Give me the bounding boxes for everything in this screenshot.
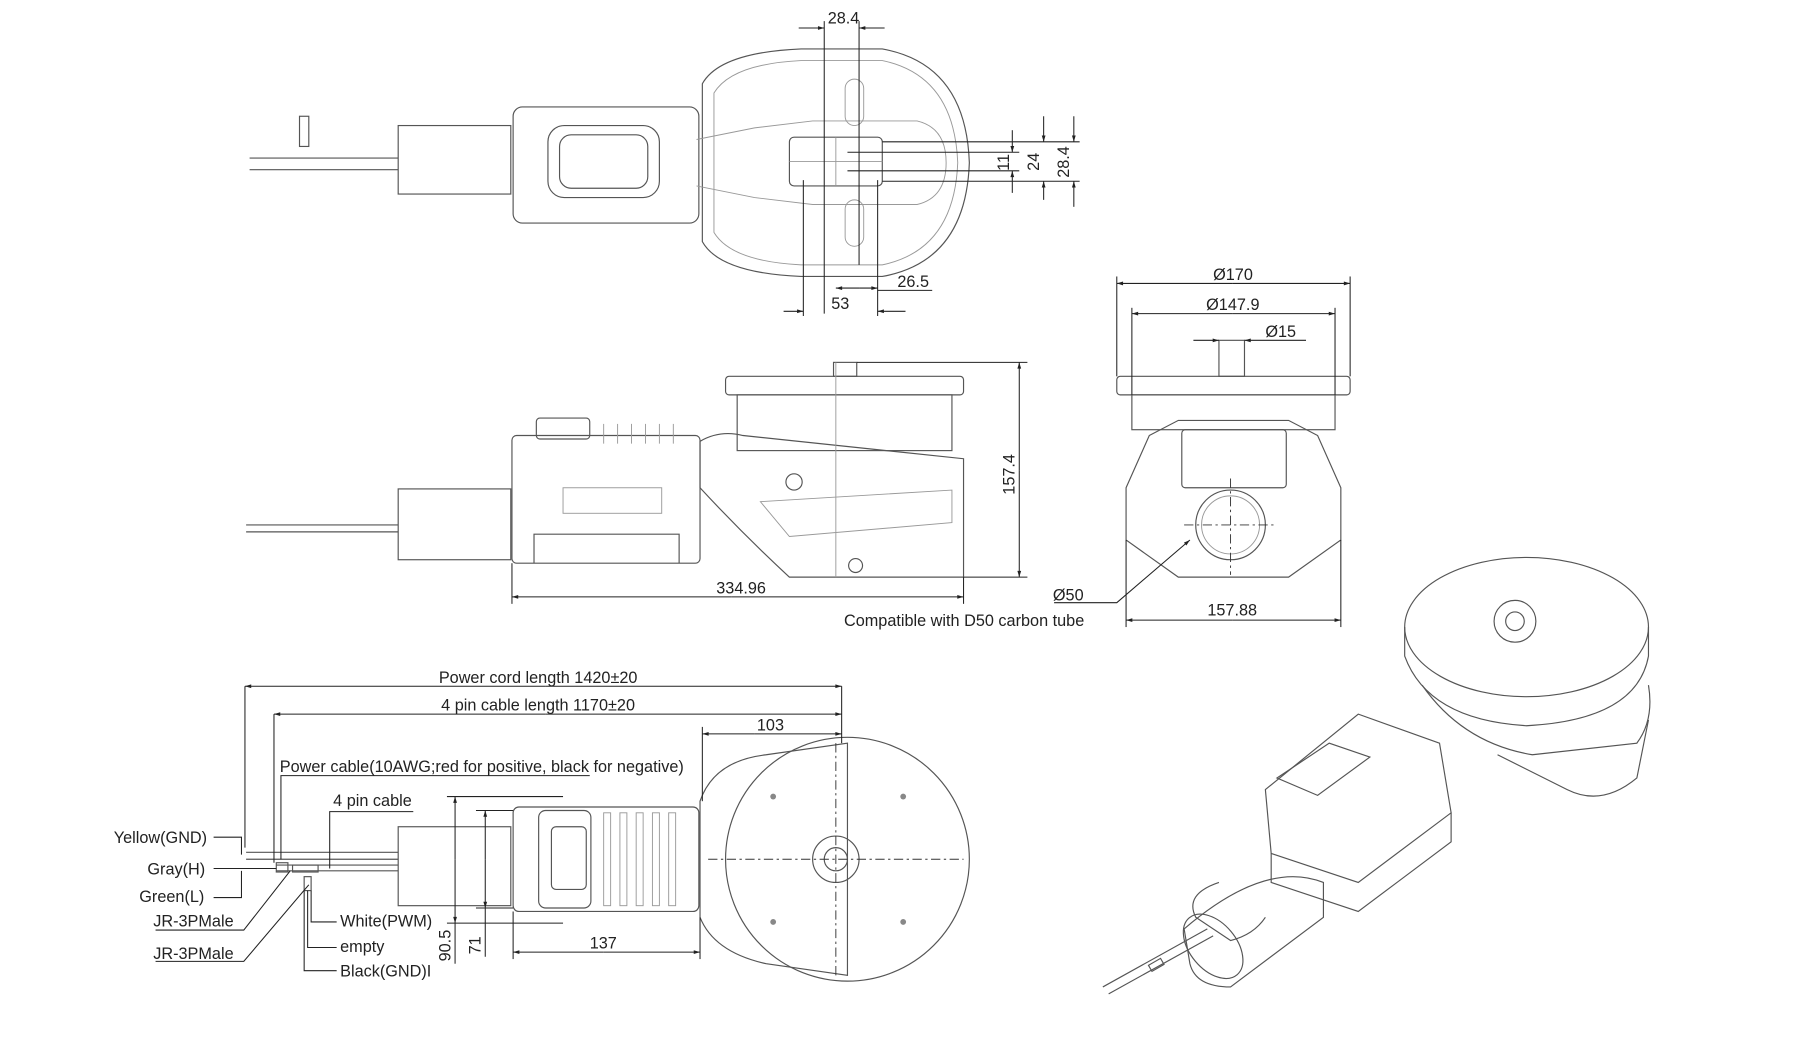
bottom-view-esc xyxy=(512,806,700,913)
dim-right-28-4: 28.4 xyxy=(1055,146,1073,178)
signal-label-white: White(PWM) xyxy=(340,913,432,931)
bottom-view-motor xyxy=(699,736,970,982)
bottom-view: Power cord length 1420±20 4 pin cable le… xyxy=(114,669,970,982)
top-view-esc-housing xyxy=(512,106,700,224)
dim-11: 11 xyxy=(995,154,1013,171)
dim-137: 137 xyxy=(590,935,617,953)
side-view-esc xyxy=(511,417,701,564)
power-cord-length: Power cord length 1420±20 xyxy=(439,669,638,687)
dim-d15: Ø15 xyxy=(1265,323,1296,341)
wire-label-yellow: Yellow(GND) xyxy=(114,829,207,847)
dim-d170: Ø170 xyxy=(1213,266,1253,284)
dim-157-4: 157.4 xyxy=(1001,454,1019,495)
dim-334-96: 334.96 xyxy=(716,579,766,597)
dim-103: 103 xyxy=(757,716,784,734)
tube-compat-note: Compatible with D50 carbon tube xyxy=(844,612,1084,630)
signal-label-empty: empty xyxy=(340,938,385,956)
dim-24: 24 xyxy=(1025,153,1043,171)
side-view-tube xyxy=(397,488,512,561)
side-view-motor xyxy=(699,361,965,578)
dim-top-28-4: 28.4 xyxy=(828,9,860,27)
signal-label-black: Black(GND)I xyxy=(340,962,431,980)
power-cable-note: Power cable(10AWG;red for positive, blac… xyxy=(280,758,684,776)
dim-157-88: 157.88 xyxy=(1207,601,1257,619)
side-view: 157.4 334.96 xyxy=(246,361,1028,604)
bottom-view-dimensions: Power cord length 1420±20 4 pin cable le… xyxy=(114,669,843,980)
top-view-tube xyxy=(397,124,512,195)
dim-d147-9: Ø147.9 xyxy=(1206,296,1259,314)
pin-cable-length: 4 pin cable length 1170±20 xyxy=(441,697,635,715)
wire-label-jr3p-2: JR-3PMale xyxy=(153,945,233,963)
front-view: Ø170 Ø147.9 Ø15 157.88 Ø50 Compatible wi… xyxy=(844,266,1351,630)
top-view: 28.4 11 24 28.4 26.5 53 xyxy=(249,9,1080,316)
wire-label-green: Green(L) xyxy=(139,888,204,906)
dim-71: 71 xyxy=(467,936,485,954)
top-view-cable xyxy=(249,115,399,171)
dim-90-5: 90.5 xyxy=(436,930,454,962)
bottom-view-cables xyxy=(246,851,399,892)
bottom-view-tube xyxy=(397,826,512,907)
wire-label-jr3p-1: JR-3PMale xyxy=(153,913,233,931)
wire-label-gray: Gray(H) xyxy=(147,860,205,878)
isometric-view xyxy=(1102,556,1651,995)
front-view-dimensions: Ø170 Ø147.9 Ø15 157.88 Ø50 Compatible wi… xyxy=(844,266,1351,630)
top-view-dimensions: 28.4 11 24 28.4 26.5 53 xyxy=(783,9,1080,316)
dim-d50: Ø50 xyxy=(1053,586,1084,604)
top-view-motor xyxy=(696,48,970,278)
pin-cable-label: 4 pin cable xyxy=(333,792,412,810)
dim-26-5: 26.5 xyxy=(897,273,929,291)
dim-53: 53 xyxy=(831,295,849,313)
side-view-dimensions: 157.4 334.96 xyxy=(511,361,1028,604)
